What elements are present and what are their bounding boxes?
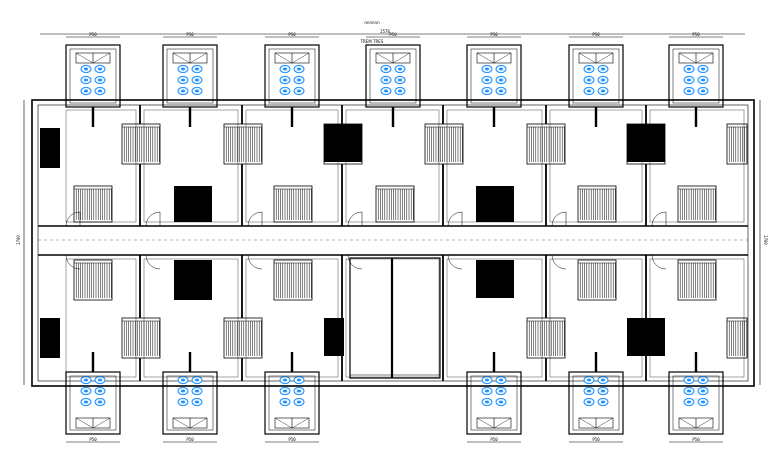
door-swing-top-5 <box>551 211 567 227</box>
solid-fill-top-1 <box>174 186 212 222</box>
solid-fill-top-3 <box>476 186 514 222</box>
balcony-bottom-3: P50 <box>466 352 522 443</box>
balcony-top-3: P50 <box>365 32 421 127</box>
door-swing-top-3 <box>347 211 363 227</box>
balcony-top-4: P50 <box>466 32 522 127</box>
bed-top-3 <box>424 123 464 165</box>
door-swing-bottom-2 <box>247 254 263 270</box>
room-outline-top <box>345 109 440 223</box>
door-swing-bottom-0 <box>65 254 81 270</box>
right-dimension-label: 1700 <box>763 235 768 245</box>
room-outline-bottom <box>143 258 239 378</box>
balcony-bottom-4: P50 <box>568 352 624 443</box>
balcony-top-5: P50 <box>568 32 624 127</box>
balcony-dimension-label: P50 <box>89 32 97 37</box>
door-swing-top-2 <box>247 211 263 227</box>
balcony-dimension-label: P50 <box>186 437 194 442</box>
cabinet-top-5 <box>577 185 617 223</box>
room-outline-bottom <box>245 258 339 378</box>
balcony-dimension-label: P50 <box>89 437 97 442</box>
balcony-dimension-label: P50 <box>692 437 700 442</box>
balcony-dimension-label: P50 <box>592 437 600 442</box>
room-outline-top <box>549 109 643 223</box>
room-outline-bottom <box>446 258 543 378</box>
bed-top-1 <box>223 123 263 165</box>
top-dimension-label: 2578 <box>380 29 390 34</box>
rooms <box>40 105 748 381</box>
top-note-2: TREM TRES <box>360 39 384 44</box>
bed-bottom-3 <box>273 259 313 301</box>
bed-bottom-5 <box>577 259 617 301</box>
solid-fill-top-2 <box>324 124 362 162</box>
balcony-top-1: P50 <box>162 32 218 127</box>
bed-bottom-6 <box>677 259 717 301</box>
right-dimension: 1700 <box>759 100 768 385</box>
stair-box <box>349 257 441 379</box>
cabinet-top-6 <box>677 185 717 223</box>
solid-fill-top-0 <box>40 128 60 168</box>
left-dimension: 1700 <box>16 100 25 385</box>
solid-fill-top-5 <box>627 124 665 162</box>
balcony-dimension-label: P50 <box>592 32 600 37</box>
balcony-dimension-label: P50 <box>288 32 296 37</box>
balcony-dimension-label: P50 <box>288 437 296 442</box>
room-outline-top <box>649 109 745 223</box>
balcony-dimension-label: P50 <box>389 32 397 37</box>
balcony-dimension-label: P50 <box>186 32 194 37</box>
balcony-top-2: P50 <box>264 32 320 127</box>
top-dimension: 2578 nnnnnn TREM TRES <box>40 20 745 44</box>
balcony-top-6: P50 <box>668 32 724 127</box>
cabinet-top-3 <box>375 185 415 223</box>
room-outline-top <box>65 109 137 223</box>
door-swing-bottom-3 <box>347 254 363 270</box>
balcony-dimension-label: P50 <box>692 32 700 37</box>
balcony-bottom-5: P50 <box>668 352 724 443</box>
building-outline <box>31 99 755 387</box>
door-swing-top-4 <box>447 211 463 227</box>
corridor <box>38 225 748 256</box>
bed-bottom-extra <box>726 317 748 359</box>
solid-fill-bottom-5 <box>627 318 665 356</box>
balcony-bottom-1: P50 <box>162 352 218 443</box>
solid-fill-bottom-3 <box>324 318 344 356</box>
balcony-bottom-0: P50 <box>65 352 121 443</box>
balcony-bottom-2: P50 <box>264 352 320 443</box>
balconies-top: P50 P50 P50 P50 P50 P50 P50 <box>65 32 724 127</box>
bed-bottom-1 <box>121 317 161 359</box>
bed-top-4 <box>526 123 566 165</box>
door-swing-top-0 <box>65 211 81 227</box>
balcony-dimension-label: P50 <box>490 437 498 442</box>
door-swing-bottom-4 <box>447 254 463 270</box>
bed-top-0 <box>121 123 161 165</box>
top-note-1: nnnnnn <box>364 20 380 25</box>
door-swing-bottom-5 <box>551 254 567 270</box>
cabinet-top-0 <box>73 185 113 223</box>
room-outline-top <box>446 109 543 223</box>
bed-top-6 <box>726 123 748 165</box>
room-outline-top <box>245 109 339 223</box>
door-swing-top-6 <box>651 211 667 227</box>
door-swing-bottom-1 <box>145 254 161 270</box>
left-dimension-label: 1700 <box>16 235 21 245</box>
cabinet-top-2 <box>273 185 313 223</box>
door-swing-top-1 <box>145 211 161 227</box>
room-outline-bottom <box>65 258 137 378</box>
solid-fill-bottom-4 <box>476 260 514 298</box>
room-outline-bottom <box>649 258 745 378</box>
balcony-dimension-label: P50 <box>490 32 498 37</box>
balconies-bottom: P50 P50 P50 P50 P50 P50 <box>65 352 724 443</box>
bed-bottom-0 <box>73 259 113 301</box>
door-swing-bottom-6 <box>651 254 667 270</box>
room-outline-top <box>143 109 239 223</box>
solid-fill-bottom-0 <box>40 318 60 358</box>
bed-bottom-4 <box>526 317 566 359</box>
balcony-top-0: P50 <box>65 32 121 127</box>
solid-fill-bottom-1 <box>174 260 212 300</box>
bed-bottom-2 <box>223 317 263 359</box>
stair-core <box>349 257 441 379</box>
room-outline-bottom <box>549 258 643 378</box>
